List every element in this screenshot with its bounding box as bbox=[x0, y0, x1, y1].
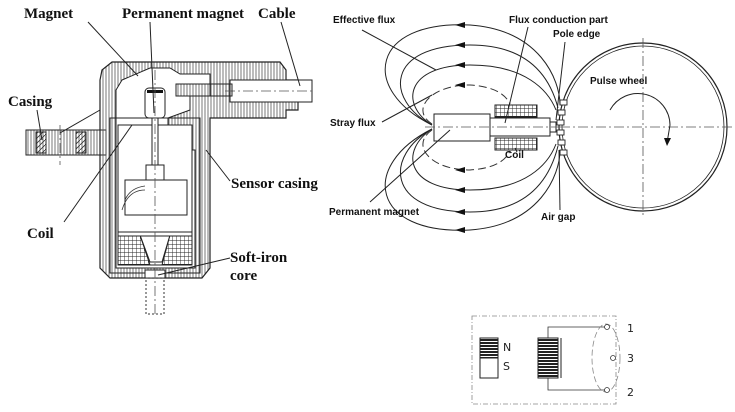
cable bbox=[175, 79, 313, 103]
label-pulse-wheel: Pulse wheel bbox=[590, 76, 647, 87]
terminal-1-label: 1 bbox=[627, 322, 634, 335]
mounting-flange bbox=[25, 125, 107, 165]
magnet-symbol bbox=[479, 337, 499, 379]
label-stray-flux: Stray flux bbox=[330, 118, 376, 129]
coil-symbol bbox=[537, 323, 621, 393]
label-coil-flux: Coil bbox=[505, 150, 524, 161]
label-cable: Cable bbox=[258, 6, 296, 22]
magnet-south-label: S bbox=[503, 360, 510, 373]
label-air-gap: Air gap bbox=[541, 212, 575, 223]
pulse-wheel bbox=[556, 38, 735, 216]
circuit-schematic: N S 1 3 2 bbox=[471, 315, 634, 405]
flux-sensor-body bbox=[425, 104, 560, 151]
terminal-2-label: 2 bbox=[627, 386, 634, 399]
label-pole-edge: Pole edge bbox=[553, 29, 601, 40]
flux-lines bbox=[384, 22, 561, 233]
label-casing: Casing bbox=[8, 94, 53, 110]
label-sensor-casing: Sensor casing bbox=[231, 176, 318, 192]
flux-diagram: Effective flux Flux conduction part Pole… bbox=[329, 15, 735, 233]
rotation-arrow-icon bbox=[609, 93, 671, 144]
label-coil: Coil bbox=[27, 226, 54, 242]
label-soft-iron-core-line1: Soft-iron bbox=[230, 250, 288, 266]
label-effective-flux: Effective flux bbox=[333, 15, 396, 26]
leader-lines-left bbox=[36, 21, 301, 276]
sensor-cross-section: Magnet Permanent magnet Cable Casing Sen… bbox=[8, 6, 318, 316]
label-permanent-magnet-flux: Permanent magnet bbox=[329, 207, 420, 218]
leader-lines-right bbox=[361, 26, 566, 211]
terminal-3-label: 3 bbox=[627, 352, 634, 365]
label-flux-conduction-part: Flux conduction part bbox=[509, 15, 609, 26]
soft-iron-core-pin bbox=[144, 70, 166, 316]
label-soft-iron-core-line2: core bbox=[230, 268, 258, 284]
label-permanent-magnet: Permanent magnet bbox=[122, 6, 244, 22]
label-magnet: Magnet bbox=[24, 6, 73, 22]
magnet-north-label: N bbox=[503, 341, 511, 354]
